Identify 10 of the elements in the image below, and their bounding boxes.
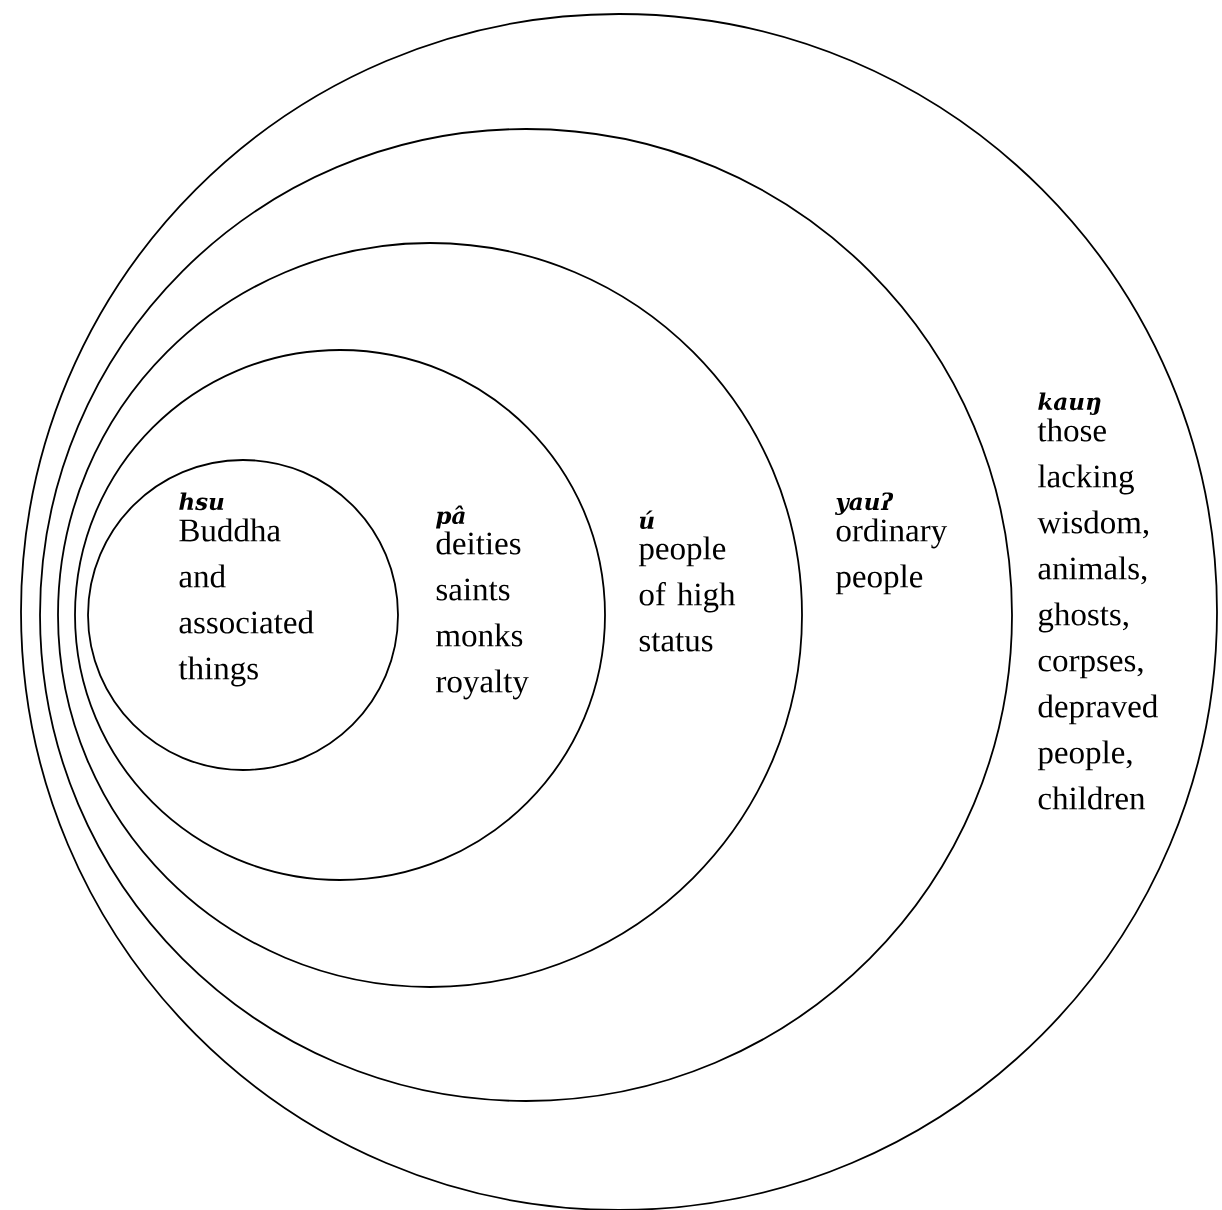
term-label: ú: [639, 510, 654, 530]
term-label: yauʔ: [834, 492, 894, 515]
term-label: hsu: [179, 492, 224, 511]
description-text: ordinary people: [835, 518, 948, 595]
term-label: kauŋ: [1038, 392, 1101, 415]
description-text: Buddha and associated things: [178, 518, 314, 687]
description-text: those lacking wisdom, animals, ghosts, corpses, depraved people, children: [1037, 418, 1158, 810]
description-text: deities saints monks royalty: [436, 531, 529, 700]
description-text: people of high status: [638, 536, 736, 652]
term-label: pâ: [435, 505, 465, 529]
